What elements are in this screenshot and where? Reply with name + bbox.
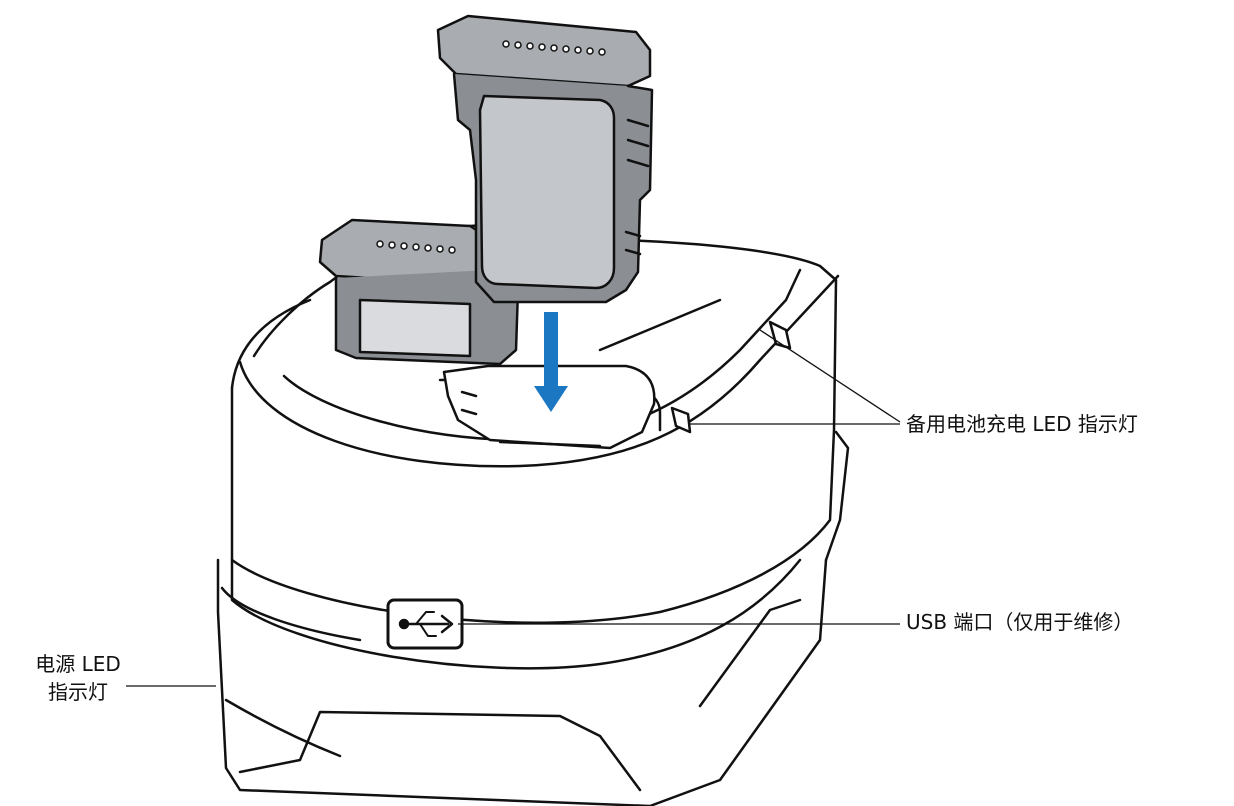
inserted-battery: [436, 14, 654, 304]
spare-led-leader-1: [759, 329, 901, 423]
usb-port: [386, 598, 464, 650]
spare-battery-led-label: 备用电池充电 LED 指示灯: [906, 412, 1138, 436]
power-led-label: 电源 LED 指示灯: [8, 650, 148, 706]
insert-direction-arrow: [534, 312, 568, 412]
charger-base: [216, 222, 850, 806]
usb-port-label: USB 端口（仅用于维修）: [906, 610, 1134, 634]
power-led-label-line2: 指示灯: [48, 680, 108, 704]
power-led-label-line1: 电源 LED: [35, 652, 121, 676]
